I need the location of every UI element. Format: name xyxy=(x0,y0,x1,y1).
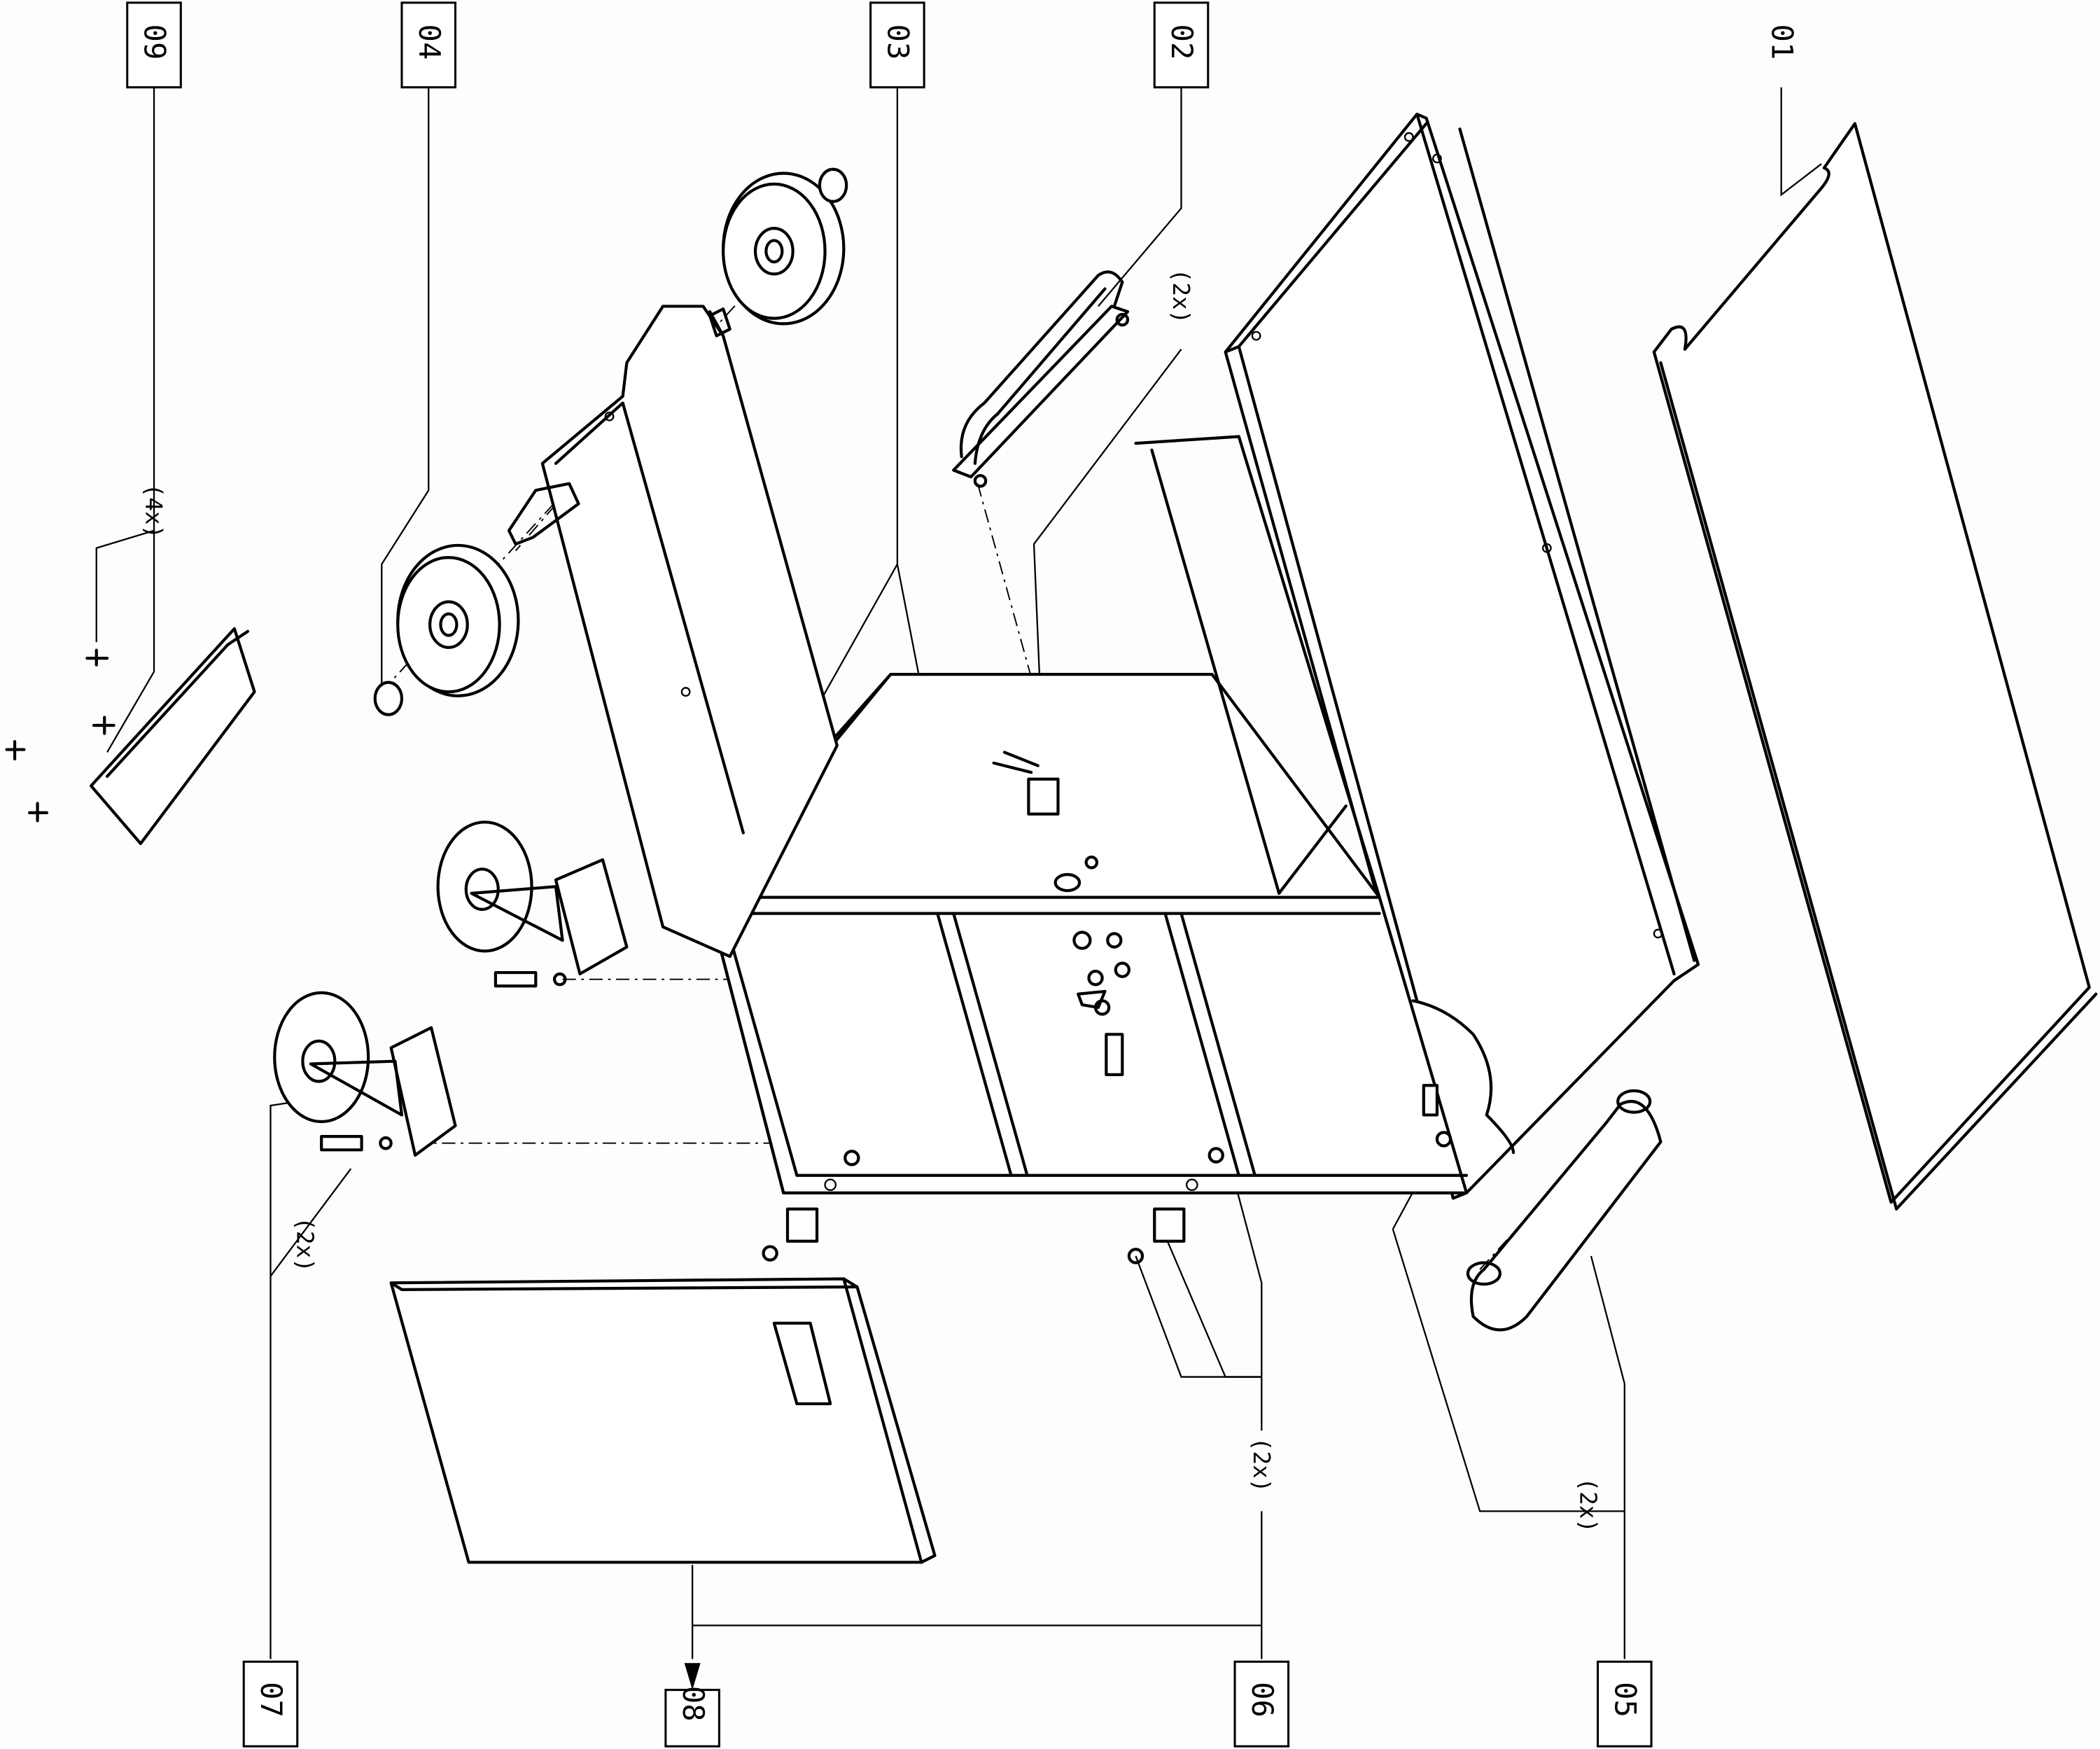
part-label: 05 xyxy=(1608,1682,1642,1717)
top-tray xyxy=(1224,112,1700,1200)
part-02-handle xyxy=(952,270,1130,488)
label-06: 06 xyxy=(1233,1660,1290,1748)
label-01: 01 xyxy=(1765,25,1799,60)
part-09-bracket xyxy=(5,627,256,845)
quantity-label: (2x) xyxy=(1168,269,1194,324)
caster-wheels xyxy=(273,821,629,1157)
part-08-door xyxy=(389,1277,937,1564)
part-label: 04 xyxy=(412,25,447,60)
quantity-label: (4x) xyxy=(141,484,167,539)
arrow-head-icon xyxy=(684,1663,701,1690)
quantity-label: (2x) xyxy=(1575,1477,1602,1533)
part-label: 08 xyxy=(676,1686,710,1722)
label-02: 02 xyxy=(1153,1,1210,89)
label-08: 08 xyxy=(664,1686,720,1748)
part-label: 06 xyxy=(1245,1682,1280,1717)
label-07: 07 xyxy=(242,1660,299,1748)
part-05-side-handle xyxy=(1466,1089,1662,1332)
label-04: 04 xyxy=(400,1,457,89)
quantity-label: (2x) xyxy=(292,1217,318,1272)
label-03: 03 xyxy=(869,1,925,89)
part-03-base-frame xyxy=(507,305,839,959)
quantity-label: (2x) xyxy=(1248,1437,1275,1493)
part-label: 07 xyxy=(254,1682,288,1717)
part-label: 03 xyxy=(881,25,916,60)
part-label: 09 xyxy=(138,25,172,60)
label-05: 05 xyxy=(1596,1660,1653,1748)
part-label: 02 xyxy=(1165,25,1199,60)
label-09: 09 xyxy=(126,1,182,89)
part-01-lid-panel xyxy=(1652,122,2098,1211)
part-label: 01 xyxy=(1765,25,1799,60)
part-06-hinges xyxy=(762,1207,1186,1264)
lock-and-fasteners xyxy=(992,751,1452,1148)
part-04-wheels xyxy=(373,167,848,716)
